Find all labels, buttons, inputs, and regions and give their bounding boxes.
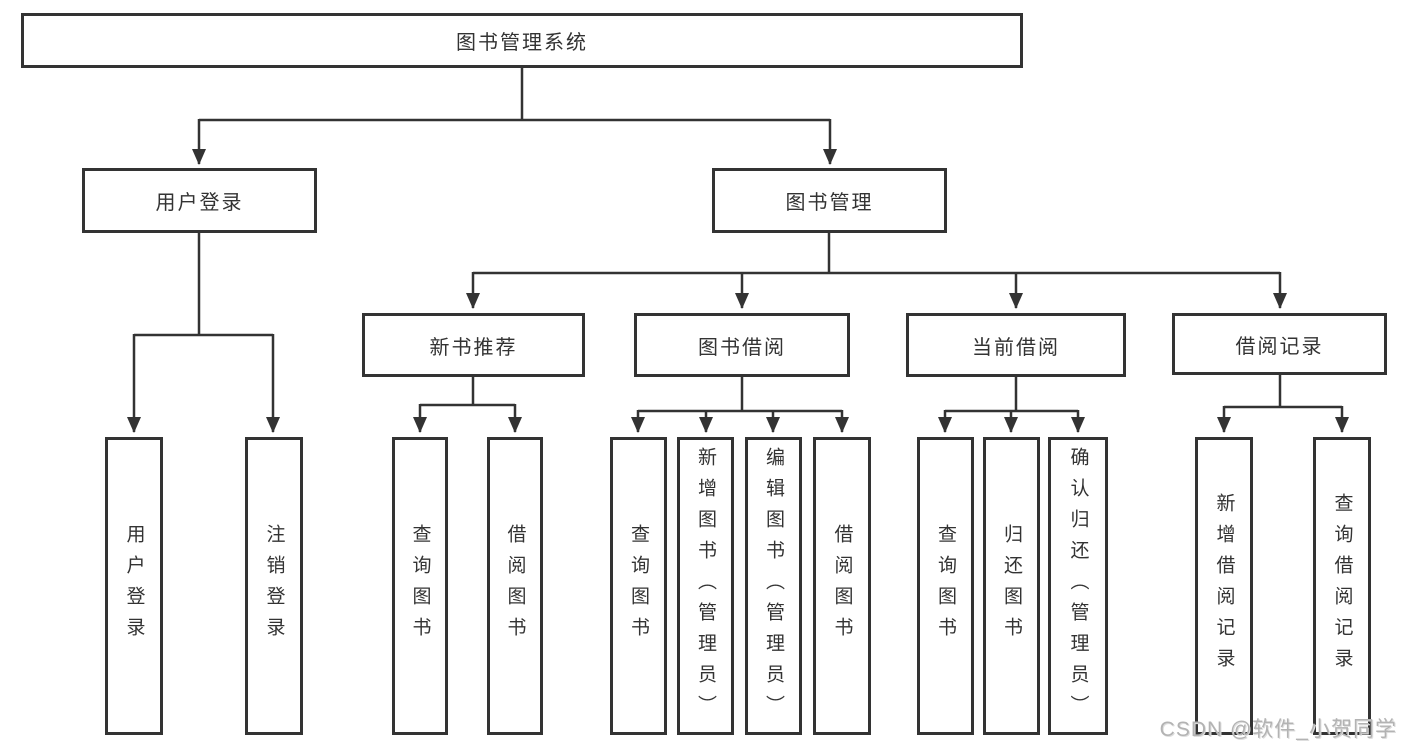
node-current-borrowing: 当前借阅	[906, 313, 1126, 377]
csdn-watermark: CSDN @软件_小贺同学	[1159, 718, 1397, 741]
leaf-newbooks-borrow-books: 借阅图书	[487, 437, 543, 735]
node-book-borrowing: 图书借阅	[634, 313, 850, 377]
leaf-add-books-admin: 新增图书（管理员）	[677, 437, 734, 735]
leaf-query-borrow-record: 查询借阅记录	[1313, 437, 1371, 735]
leaf-current-query-books: 查询图书	[917, 437, 974, 735]
node-new-books: 新书推荐	[362, 313, 585, 377]
leaf-borrowing-query-books: 查询图书	[610, 437, 667, 735]
leaf-confirm-return-admin: 确认归还（管理员）	[1048, 437, 1108, 735]
leaf-user-login: 用户登录	[105, 437, 163, 735]
leaf-return-books: 归还图书	[983, 437, 1040, 735]
node-book-management: 图书管理	[712, 168, 947, 233]
leaf-add-borrow-record: 新增借阅记录	[1195, 437, 1253, 735]
leaf-newbooks-query-books: 查询图书	[392, 437, 448, 735]
leaf-borrow-books: 借阅图书	[813, 437, 871, 735]
node-user-login: 用户登录	[82, 168, 317, 233]
leaf-logout: 注销登录	[245, 437, 303, 735]
node-root-system: 图书管理系统	[21, 13, 1023, 68]
leaf-edit-books-admin: 编辑图书（管理员）	[745, 437, 802, 735]
node-borrowing-records: 借阅记录	[1172, 313, 1387, 375]
